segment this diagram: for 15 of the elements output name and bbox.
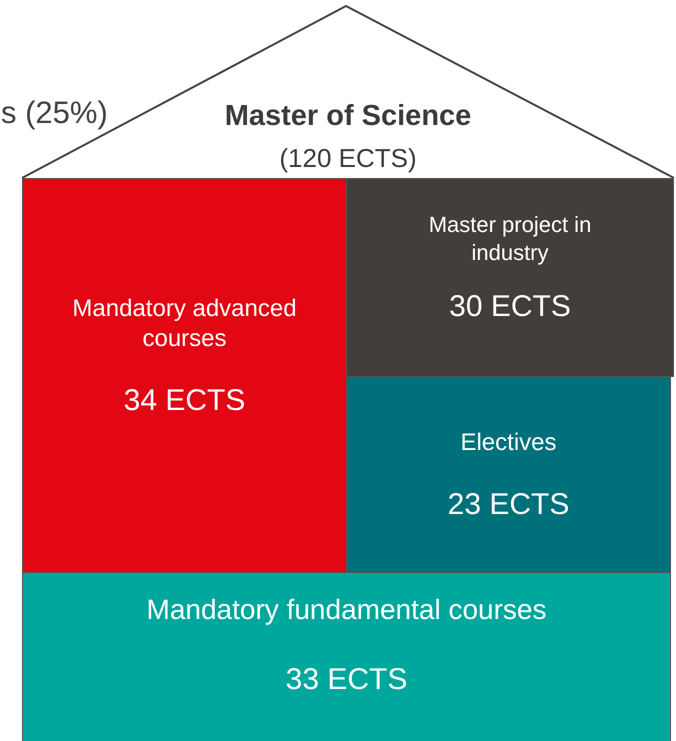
cut-off-text: s (25%) xyxy=(1,95,108,131)
course-block xyxy=(346,178,674,377)
course-name: Master project in industry xyxy=(428,211,592,266)
credits-text: 33 ECTS xyxy=(286,663,408,697)
credits-text: 34 ECTS xyxy=(124,384,246,418)
course-name: Mandatory advanced courses xyxy=(71,294,298,354)
course-name: Mandatory fundamental courses xyxy=(146,593,546,627)
course-block xyxy=(22,572,671,741)
credits-text: 23 ECTS xyxy=(448,488,570,522)
credits-text: 30 ECTS xyxy=(449,290,571,324)
title-text: Master of Science xyxy=(224,100,472,133)
course-name: Electives xyxy=(460,428,557,458)
credits-text: (120 ECTS) xyxy=(278,143,418,174)
course-block xyxy=(22,178,347,573)
course-block xyxy=(346,376,671,573)
